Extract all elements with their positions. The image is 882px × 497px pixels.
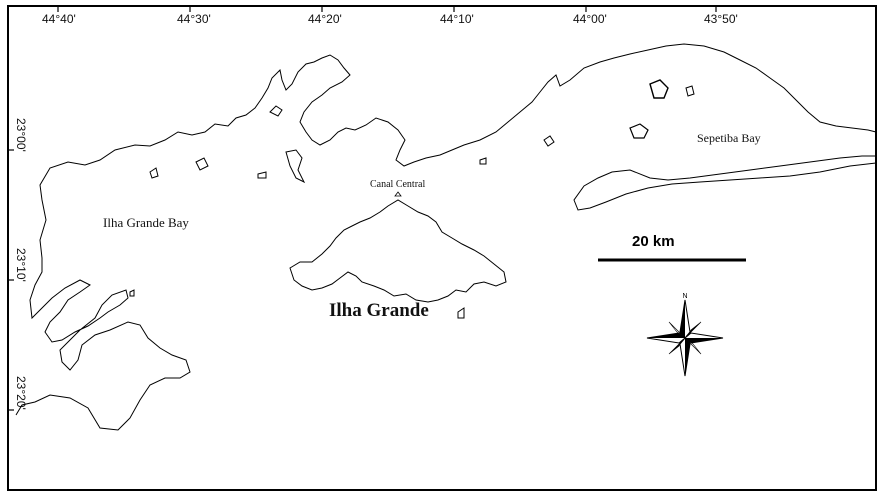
canal-marker (394, 191, 402, 197)
longitude-label-5: 44°00' (573, 12, 607, 26)
island-small-9 (129, 289, 135, 297)
latitude-label-1: 23°00' (14, 118, 28, 152)
restinga-marambaia (573, 155, 877, 211)
scale-bar-label: 20 km (632, 233, 675, 250)
place-canal-central: Canal Central (370, 179, 426, 190)
latitude-label-2: 23°10' (14, 248, 28, 282)
island-small-4 (257, 171, 267, 179)
place-ilha-grande: Ilha Grande (329, 300, 429, 321)
longitude-label-4: 44°10' (440, 12, 474, 26)
island-small-5 (285, 149, 306, 184)
island-sepetiba-2 (649, 79, 669, 99)
island-sepetiba-3 (685, 85, 695, 97)
latitude-label-3: 23°20' (14, 376, 28, 410)
ilha-grande-island (289, 199, 507, 303)
longitude-label-6: 43°50' (704, 12, 738, 26)
place-ilha-grande-bay: Ilha Grande Bay (103, 215, 189, 230)
mainland-coastline (15, 43, 877, 431)
map-frame (7, 5, 877, 491)
longitude-ticks (57, 5, 717, 12)
compass-rose (646, 299, 724, 377)
island-small-7 (543, 135, 555, 147)
island-small-2 (149, 167, 159, 179)
latitude-ticks (7, 149, 14, 411)
place-sepetiba-bay: Sepetiba Bay (697, 131, 761, 145)
island-small-3 (195, 157, 209, 171)
longitude-label-3: 44°20' (308, 12, 342, 26)
island-small-6 (479, 157, 487, 165)
longitude-label-1: 44°40' (42, 12, 76, 26)
longitude-label-2: 44°30' (177, 12, 211, 26)
island-sepetiba-1 (629, 123, 649, 139)
island-small-8 (457, 307, 465, 319)
island-small-1 (269, 105, 283, 117)
compass-north-label: N (682, 293, 687, 300)
